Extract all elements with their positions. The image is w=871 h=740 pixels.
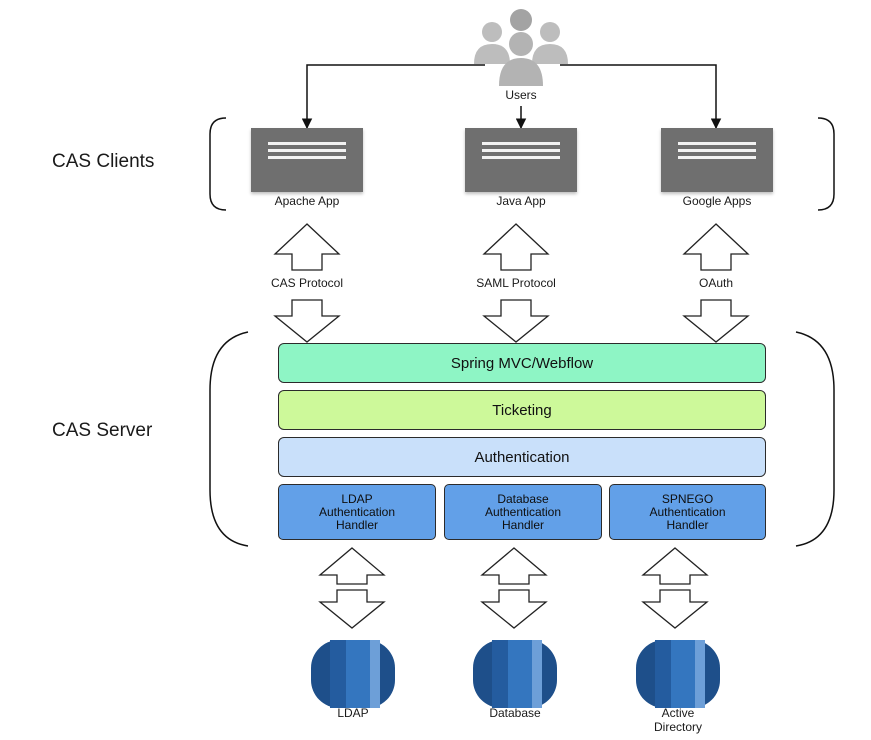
authentication-label: Authentication bbox=[474, 448, 570, 466]
database-authentication-handler[interactable]: Database Authentication Handler bbox=[444, 484, 602, 540]
double-arrow-saml bbox=[482, 223, 550, 343]
store-label-line1: LDAP bbox=[337, 706, 369, 720]
spring-mvc-webflow-label: Spring MVC/Webflow bbox=[450, 354, 594, 372]
database-icon-active-directory bbox=[636, 640, 720, 708]
oauth-label: OAuth bbox=[698, 276, 734, 290]
handler-line: Handler bbox=[666, 517, 709, 532]
java-app-box[interactable] bbox=[465, 128, 577, 192]
double-arrow-ad bbox=[641, 547, 709, 629]
handler-line: LDAP bbox=[341, 491, 373, 506]
ticketing-label: Ticketing bbox=[492, 401, 552, 419]
clients-bracket bbox=[209, 117, 835, 211]
users-label: Users bbox=[505, 88, 537, 102]
saml-protocol-label: SAML Protocol bbox=[476, 276, 556, 290]
double-arrow-database bbox=[480, 547, 548, 629]
ldap-store-label: LDAP bbox=[303, 706, 403, 720]
spring-mvc-webflow-layer[interactable]: Spring MVC/Webflow bbox=[278, 343, 766, 383]
handler-line: Handler bbox=[335, 517, 379, 532]
users-group-icon bbox=[474, 9, 568, 86]
database-store-label: Database bbox=[465, 706, 565, 720]
double-arrow-cas bbox=[273, 223, 341, 343]
spnego-authentication-handler[interactable]: SPNEGO Authentication Handler bbox=[609, 484, 766, 540]
apache-app-label: Apache App bbox=[274, 194, 340, 208]
google-apps-label: Google Apps bbox=[682, 194, 752, 208]
handler-line: SPNEGO bbox=[661, 491, 714, 506]
apache-app-box[interactable] bbox=[251, 128, 363, 192]
ticketing-layer[interactable]: Ticketing bbox=[278, 390, 766, 430]
server-bracket bbox=[209, 331, 835, 547]
handler-line: Authentication bbox=[649, 504, 726, 519]
double-arrow-oauth bbox=[682, 223, 750, 343]
handler-line: Handler bbox=[501, 517, 545, 532]
double-arrow-ldap bbox=[318, 547, 386, 629]
cas-server-label: CAS Server bbox=[52, 420, 153, 441]
database-icon-database bbox=[473, 640, 557, 708]
java-app-label: Java App bbox=[496, 194, 546, 208]
cas-clients-label: CAS Clients bbox=[52, 151, 155, 172]
store-label-line1: Database bbox=[489, 706, 541, 720]
ldap-authentication-handler[interactable]: LDAP Authentication Handler bbox=[278, 484, 436, 540]
handler-line: Authentication bbox=[318, 504, 396, 519]
handler-line: Database bbox=[497, 491, 549, 506]
authentication-layer[interactable]: Authentication bbox=[278, 437, 766, 477]
store-label-line2: Directory bbox=[653, 720, 702, 734]
active-directory-store-label: Active Directory bbox=[628, 706, 728, 734]
cas-protocol-label: CAS Protocol bbox=[270, 276, 344, 290]
users-to-clients-arrows bbox=[301, 64, 722, 130]
google-apps-box[interactable] bbox=[661, 128, 773, 192]
store-label-line1: Active bbox=[661, 706, 695, 720]
database-icon-ldap bbox=[311, 640, 395, 708]
handler-line: Authentication bbox=[484, 504, 562, 519]
